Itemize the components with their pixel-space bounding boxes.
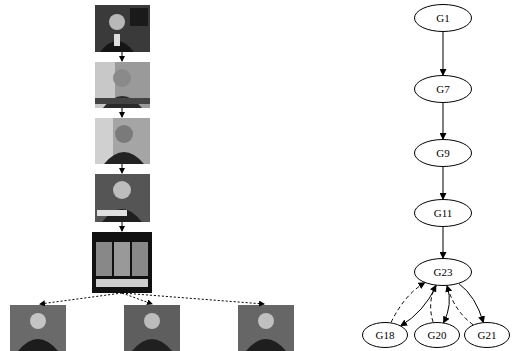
graph-edge bbox=[443, 167, 444, 199]
video-frame bbox=[95, 174, 150, 222]
node-label: G11 bbox=[433, 207, 454, 219]
node-label: G18 bbox=[375, 329, 396, 341]
video-frame bbox=[124, 305, 180, 351]
graph-edge bbox=[447, 286, 473, 325]
graph-edge bbox=[401, 286, 436, 326]
graph-node-ellipse: G7 bbox=[414, 75, 472, 103]
graph-node-ellipse: G20 bbox=[414, 322, 460, 348]
graph-edge bbox=[443, 103, 444, 139]
video-frame bbox=[92, 232, 152, 293]
node-label: G23 bbox=[433, 266, 454, 278]
graph-edge bbox=[431, 286, 436, 323]
video-frame bbox=[238, 305, 294, 351]
node-label: G21 bbox=[477, 329, 498, 341]
graph-node-ellipse: G9 bbox=[414, 139, 472, 167]
graph-node-ellipse: G11 bbox=[414, 199, 472, 227]
graph-edge bbox=[444, 286, 450, 323]
node-label: G9 bbox=[435, 147, 450, 159]
video-frame bbox=[95, 5, 150, 52]
graph-node-ellipse: G1 bbox=[414, 4, 472, 32]
graph-node-ellipse: G23 bbox=[414, 258, 472, 286]
graph-edge bbox=[443, 32, 444, 75]
video-frame bbox=[95, 62, 150, 108]
graph-node-ellipse: G18 bbox=[362, 322, 408, 348]
graph-edge bbox=[459, 284, 483, 322]
graph-edge bbox=[443, 227, 444, 258]
node-label: G1 bbox=[435, 12, 450, 24]
frame-arrow bbox=[40, 52, 264, 304]
node-label: G7 bbox=[435, 83, 450, 95]
graph-node-ellipse: G21 bbox=[464, 322, 510, 348]
node-label: G20 bbox=[427, 329, 448, 341]
video-frame bbox=[95, 118, 150, 164]
graph-edge bbox=[391, 283, 425, 323]
video-frame bbox=[10, 305, 66, 351]
